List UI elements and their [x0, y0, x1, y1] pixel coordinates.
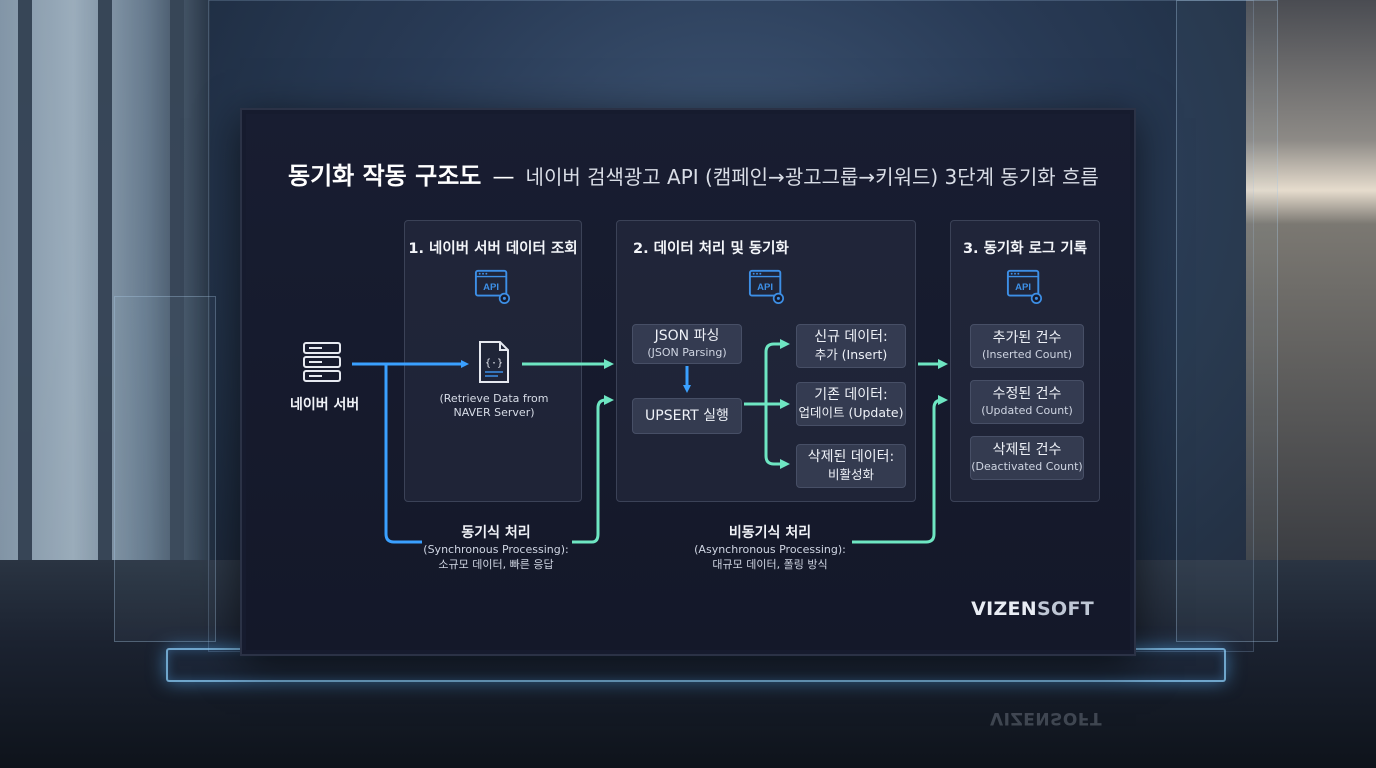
deleted-data-label: 삭제된 데이터:	[807, 449, 895, 465]
existing-data-box: 기존 데이터: 업데이트 (Update)	[796, 382, 906, 426]
title-subtitle: 네이버 검색광고 API (캠페인→광고그룹→키워드) 3단계 동기화 흐름	[525, 165, 1099, 189]
brand-reflection: VIZENSOFT	[990, 708, 1103, 728]
inserted-count-box: 추가된 건수 (Inserted Count)	[970, 324, 1084, 368]
background-right-light	[1246, 0, 1376, 560]
arrow-to-new	[764, 339, 790, 404]
title-main: 동기화 작동 구조도	[288, 162, 482, 190]
brand-logo: VIZENSOFT	[971, 598, 1094, 620]
diagram-screen: 동기화 작동 구조도 — 네이버 검색광고 API (캠페인→광고그룹→키워드)…	[246, 114, 1130, 650]
inserted-count-sublabel: (Inserted Count)	[981, 348, 1073, 361]
deactivated-count-box: 삭제된 건수 (Deactivated Count)	[970, 436, 1084, 480]
async-caption-desc: 대규모 데이터, 폴링 방식	[712, 558, 828, 571]
arrow-sync-to-upsert	[572, 395, 614, 544]
server-icon	[303, 342, 341, 382]
async-caption: 비동기식 처리 (Asynchronous Processing): 대규모 데…	[690, 524, 850, 572]
json-parsing-label: JSON 파싱	[654, 328, 720, 344]
sync-caption-title: 동기식 처리	[461, 525, 531, 541]
async-caption-title: 비동기식 처리	[728, 525, 812, 541]
stage3-title: 3. 동기화 로그 기록	[962, 241, 1088, 257]
sync-caption-desc: 소규모 데이터, 빠른 응답	[438, 558, 554, 571]
existing-data-label: 기존 데이터:	[814, 387, 888, 403]
inserted-count-label: 추가된 건수	[992, 330, 1062, 346]
flow-arrows	[352, 339, 948, 544]
deleted-data-box: 삭제된 데이터: 비활성화	[796, 444, 906, 488]
updated-count-label: 수정된 건수	[992, 386, 1062, 402]
svg-text:{·}: {·}	[485, 358, 503, 369]
new-data-box: 신규 데이터: 추가 (Insert)	[796, 324, 906, 368]
title-dash: —	[492, 165, 515, 190]
stage1-title: 1. 네이버 서버 데이터 조회	[408, 241, 578, 257]
diagram-title: 동기화 작동 구조도 — 네이버 검색광고 API (캠페인→광고그룹→키워드)…	[288, 156, 1099, 191]
new-data-label: 신규 데이터:	[814, 329, 888, 345]
retrieve-data-label: (Retrieve Data from NAVER Server)	[439, 392, 549, 419]
updated-count-box: 수정된 건수 (Updated Count)	[970, 380, 1084, 424]
window-mullion	[170, 0, 184, 560]
deactivated-count-label: 삭제된 건수	[992, 442, 1062, 458]
api-icon: API	[474, 269, 511, 305]
brand-sub: SOFT	[1037, 598, 1094, 620]
existing-data-sublabel: 업데이트 (Update)	[798, 405, 904, 420]
window-mullion	[18, 0, 32, 560]
upsert-box: UPSERT 실행	[632, 398, 742, 434]
stage2-title: 2. 데이터 처리 및 동기화	[633, 241, 789, 257]
arrow-async-loop	[852, 395, 948, 544]
arrow-sync-loop	[384, 364, 422, 544]
sync-caption-sub: (Synchronous Processing):	[423, 543, 569, 556]
stage1-panel: 1. 네이버 서버 데이터 조회	[404, 220, 582, 502]
api-icon: API	[748, 269, 785, 305]
deleted-data-sublabel: 비활성화	[827, 467, 874, 482]
svg-text:API: API	[1015, 282, 1031, 293]
updated-count-sublabel: (Updated Count)	[981, 404, 1073, 417]
arrow-to-deleted	[764, 404, 790, 469]
background-window	[0, 0, 210, 560]
brand-main: VIZEN	[971, 598, 1038, 620]
svg-text:API: API	[757, 282, 773, 293]
glass-panel-left	[114, 296, 216, 642]
json-parsing-sublabel: (JSON Parsing)	[647, 346, 727, 359]
glass-panel-right	[1176, 0, 1278, 642]
window-mullion	[98, 0, 112, 560]
server-label: 네이버 서버	[290, 397, 360, 413]
async-caption-sub: (Asynchronous Processing):	[694, 543, 846, 556]
deactivated-count-sublabel: (Deactivated Count)	[971, 460, 1083, 473]
api-icon: API	[1006, 269, 1043, 305]
upsert-label: UPSERT 실행	[645, 407, 729, 424]
display-monitor: 동기화 작동 구조도 — 네이버 검색광고 API (캠페인→광고그룹→키워드)…	[240, 108, 1136, 656]
json-file-icon: {·}	[479, 341, 509, 383]
json-parsing-box: JSON 파싱 (JSON Parsing)	[632, 324, 742, 364]
sync-caption: 동기식 처리 (Synchronous Processing): 소규모 데이터…	[422, 524, 570, 572]
new-data-sublabel: 추가 (Insert)	[814, 347, 888, 362]
svg-text:API: API	[483, 282, 499, 293]
